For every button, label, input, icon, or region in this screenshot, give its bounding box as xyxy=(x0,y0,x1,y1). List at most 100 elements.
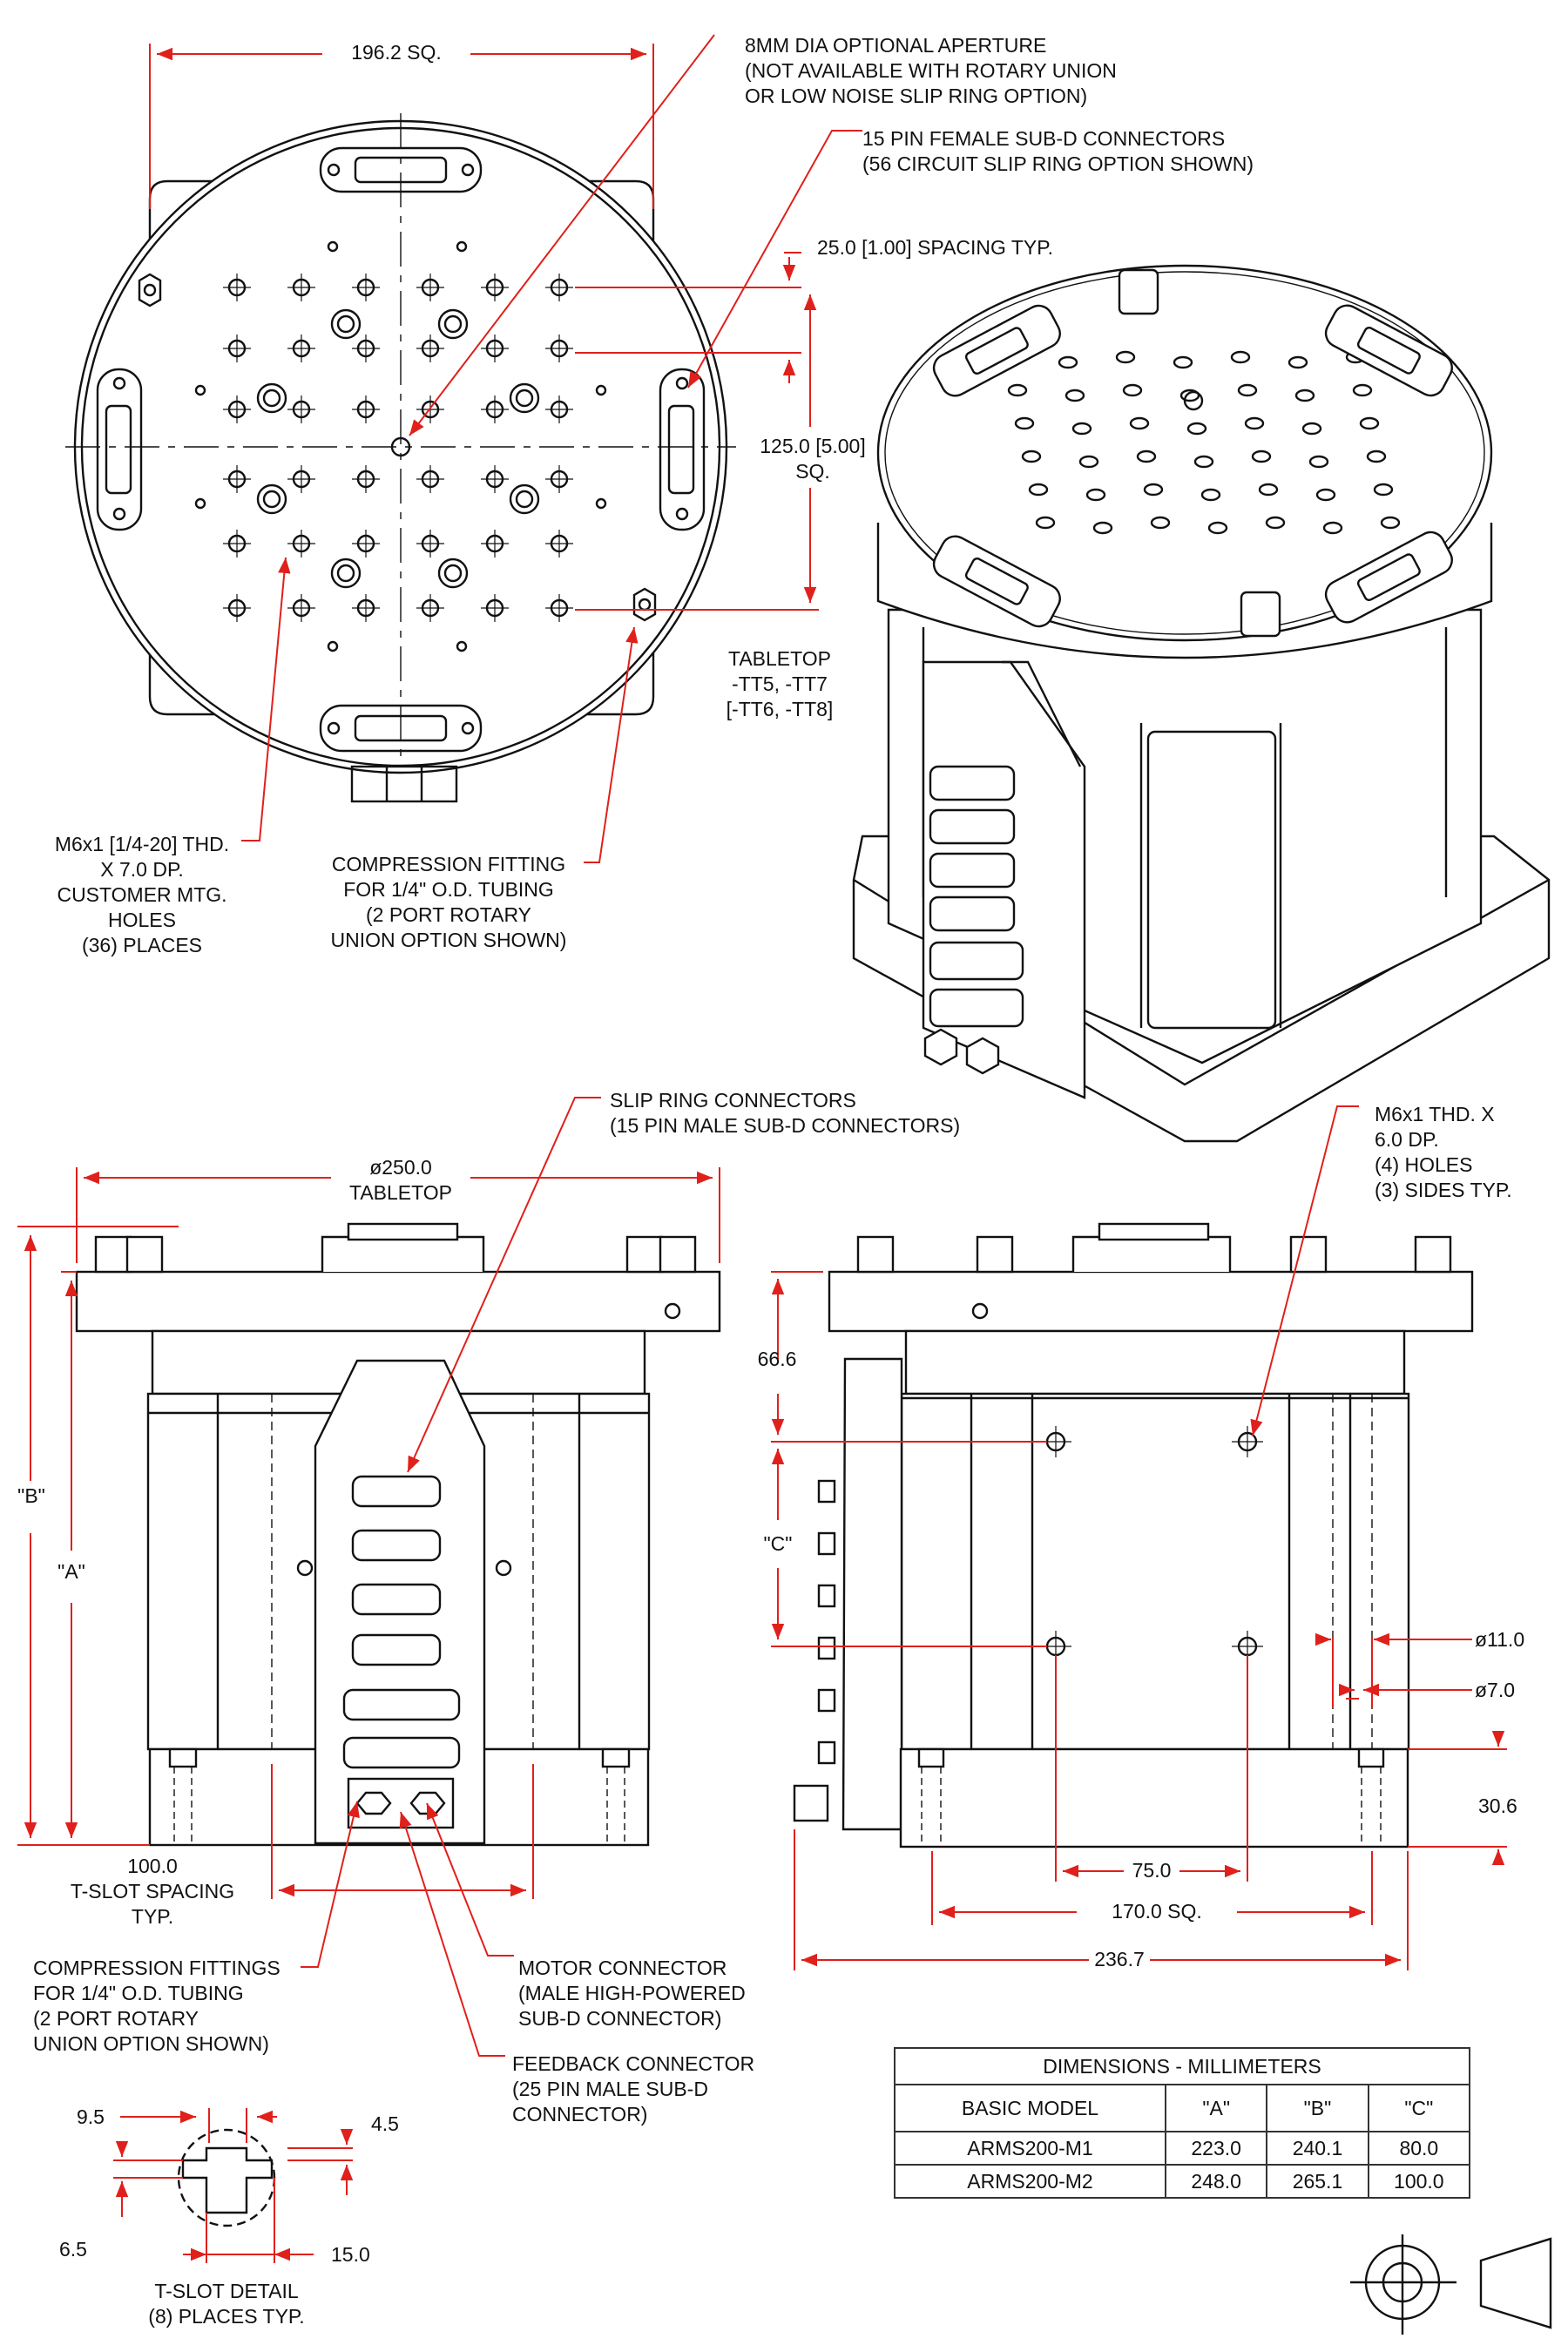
dim-66-label: 66.6 xyxy=(757,1348,797,1370)
mounting-hole-grid xyxy=(194,240,607,652)
small-hole xyxy=(595,384,607,396)
mounting-hole xyxy=(545,594,573,622)
front-view xyxy=(75,1222,721,1847)
mounting-hole xyxy=(545,274,573,301)
table-row: ARMS200-M2 248.0 265.1 100.0 xyxy=(894,2164,1471,2199)
table-cell: 248.0 xyxy=(1164,2164,1268,2199)
iso-hole xyxy=(1064,389,1085,402)
mounting-hole xyxy=(481,395,509,423)
subd-note: 15 PIN FEMALE SUB-D CONNECTORS (56 CIRCU… xyxy=(862,127,1254,175)
mounting-hole xyxy=(481,594,509,622)
dim-170-label: 170.0 SQ. xyxy=(1112,1900,1202,1923)
mounting-hole xyxy=(416,274,444,301)
mounting-hole xyxy=(287,530,315,558)
mounting-hole xyxy=(223,594,251,622)
mounting-hole xyxy=(545,530,573,558)
mounting-hole xyxy=(287,395,315,423)
mounting-hole xyxy=(287,335,315,362)
iso-hole xyxy=(1322,521,1343,535)
iso-hole xyxy=(1058,355,1078,369)
table-header: BASIC MODEL xyxy=(894,2084,1166,2132)
small-hole xyxy=(456,640,468,652)
iso-connector-1 xyxy=(932,304,1061,397)
dim-75-label: 75.0 xyxy=(1132,1859,1172,1882)
mounting-hole xyxy=(352,335,380,362)
table-cell: 100.0 xyxy=(1367,2164,1471,2199)
iso-hole xyxy=(1143,483,1164,497)
table-title: DIMENSIONS - MILLIMETERS xyxy=(894,2047,1470,2085)
top-view xyxy=(65,113,736,803)
mounting-hole xyxy=(223,274,251,301)
iso-hole xyxy=(1193,455,1214,469)
iso-hole xyxy=(1359,416,1380,430)
iso-hole xyxy=(1308,455,1329,469)
mounting-hole xyxy=(481,335,509,362)
counterbore-hole xyxy=(256,483,287,515)
table-cell: 265.1 xyxy=(1266,2164,1369,2199)
tslot-caption: T-SLOT DETAIL (8) PLACES TYP. xyxy=(148,2280,305,2328)
iso-hole xyxy=(1007,383,1028,397)
dimension-lines xyxy=(17,34,1507,2263)
mounting-hole xyxy=(287,594,315,622)
mounting-hole xyxy=(416,594,444,622)
dim-236-label: 236.7 xyxy=(1094,1948,1145,1970)
small-hole xyxy=(194,497,206,510)
side-view xyxy=(793,1222,1474,1848)
small-hole xyxy=(194,384,206,396)
iso-connector-3 xyxy=(932,535,1061,628)
iso-hole xyxy=(1173,355,1193,369)
dim-b-label: "B" xyxy=(17,1484,45,1507)
spacing-note: 25.0 [1.00] SPACING TYP. xyxy=(817,236,1054,259)
mounting-hole xyxy=(287,274,315,301)
counterbore-hole xyxy=(437,558,469,589)
small-hole xyxy=(595,497,607,510)
tslot-spacing-label: 100.0 T-SLOT SPACING TYP. xyxy=(70,1855,235,1928)
mounting-hole xyxy=(352,594,380,622)
counterbore-hole xyxy=(330,558,362,589)
iso-hole xyxy=(1115,350,1136,364)
iso-hole xyxy=(1021,449,1042,463)
iso-connector-2 xyxy=(1324,304,1453,397)
mounting-hole xyxy=(352,530,380,558)
mounting-hole xyxy=(352,274,380,301)
mounting-hole xyxy=(223,465,251,493)
slip-ring-note: SLIP RING CONNECTORS (15 PIN MALE SUB-D … xyxy=(610,1089,961,1137)
dim-a-label: "A" xyxy=(57,1560,85,1583)
mtg-holes-note: M6x1 [1/4-20] THD. X 7.0 DP. CUSTOMER MT… xyxy=(54,833,230,956)
iso-hole xyxy=(1251,449,1272,463)
motor-note: MOTOR CONNECTOR (MALE HIGH-POWERED SUB-D… xyxy=(518,1957,746,2030)
right-connector xyxy=(659,368,706,531)
width-dim-label: 196.2 SQ. xyxy=(351,41,442,64)
iso-hole xyxy=(1035,516,1056,530)
iso-hole xyxy=(1179,389,1200,402)
dim-7-label: ø7.0 xyxy=(1475,1679,1516,1701)
iso-hole xyxy=(1207,521,1228,535)
table-header: "C" xyxy=(1367,2084,1471,2132)
iso-hole xyxy=(1288,355,1308,369)
projection-symbol xyxy=(1350,2234,1552,2335)
table-header: "A" xyxy=(1164,2084,1268,2132)
small-hole xyxy=(327,240,339,253)
iso-hole xyxy=(1200,488,1221,502)
iso-hole xyxy=(1380,516,1401,530)
iso-hole xyxy=(1028,483,1049,497)
iso-hole xyxy=(1150,516,1171,530)
iso-hole xyxy=(1186,422,1207,436)
iso-hole xyxy=(1265,516,1286,530)
left-connector xyxy=(96,368,143,531)
iso-hole xyxy=(1366,449,1387,463)
iso-hole xyxy=(1230,350,1251,364)
tslot-dim-6-5: 6.5 xyxy=(59,2238,87,2261)
top-connector xyxy=(319,146,483,193)
counterbore-hole xyxy=(256,382,287,414)
iso-hole xyxy=(1122,383,1143,397)
counterbore-hole xyxy=(437,308,469,340)
dim-30-label: 30.6 xyxy=(1478,1794,1517,1817)
mounting-hole xyxy=(545,465,573,493)
iso-hole xyxy=(1092,521,1113,535)
iso-hole xyxy=(1244,416,1265,430)
tslot-detail xyxy=(177,2128,276,2227)
table-cell: 223.0 xyxy=(1164,2131,1268,2166)
mounting-hole xyxy=(416,335,444,362)
